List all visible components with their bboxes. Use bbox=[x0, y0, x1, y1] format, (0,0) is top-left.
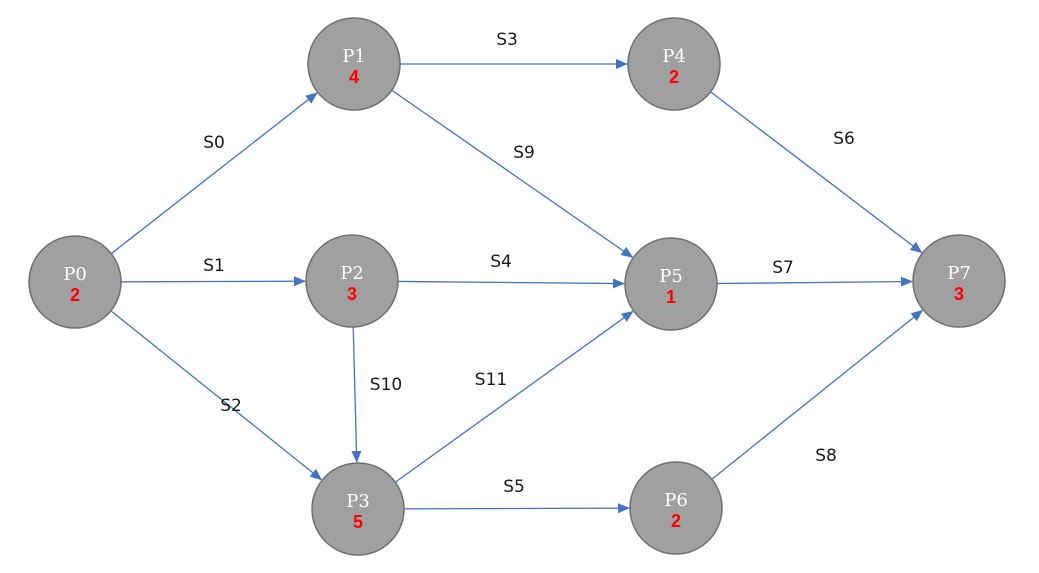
node-circle bbox=[629, 461, 723, 555]
node-weight: 3 bbox=[347, 284, 357, 304]
edge-arrow-s8 bbox=[711, 309, 924, 480]
node-name: P3 bbox=[346, 491, 370, 512]
edge-label-s5: S5 bbox=[503, 477, 525, 497]
node-weight: 2 bbox=[70, 285, 80, 305]
edge-label-s6: S6 bbox=[833, 129, 855, 149]
edge-arrow-s11 bbox=[394, 310, 634, 483]
node-circle bbox=[311, 462, 405, 556]
node-circle bbox=[305, 234, 399, 328]
edge-arrow-s1 bbox=[120, 276, 307, 287]
node-circle bbox=[28, 235, 122, 329]
node-p5: P51 bbox=[624, 237, 718, 331]
node-p2: P23 bbox=[305, 234, 399, 328]
edge-label-s0: S0 bbox=[203, 133, 225, 153]
edge-label-s9: S9 bbox=[513, 143, 535, 163]
node-weight: 4 bbox=[349, 67, 359, 87]
edge-label-s11: S11 bbox=[475, 370, 507, 390]
node-name: P4 bbox=[662, 46, 686, 67]
edge-label-s8: S8 bbox=[815, 446, 837, 466]
node-name: P1 bbox=[342, 46, 366, 67]
node-name: P6 bbox=[664, 490, 688, 511]
node-circle bbox=[307, 17, 401, 111]
edge-arrow-s10 bbox=[351, 326, 362, 464]
node-name: P0 bbox=[63, 264, 87, 285]
node-weight: 1 bbox=[666, 287, 676, 307]
node-p3: P35 bbox=[311, 462, 405, 556]
edge-label-s2: S2 bbox=[220, 396, 242, 416]
edge-label-s10: S10 bbox=[370, 375, 402, 395]
node-circle bbox=[624, 237, 718, 331]
node-p4: P42 bbox=[627, 17, 721, 111]
edge-arrow-s4 bbox=[397, 278, 626, 289]
node-name: P7 bbox=[947, 263, 971, 284]
node-p1: P14 bbox=[307, 17, 401, 111]
node-p6: P62 bbox=[629, 461, 723, 555]
edge-label-s3: S3 bbox=[496, 30, 518, 50]
node-circle bbox=[912, 234, 1006, 328]
edge-label-s1: S1 bbox=[203, 256, 225, 276]
edge-arrow-s2 bbox=[110, 310, 323, 481]
node-p0: P02 bbox=[28, 235, 122, 329]
edge-arrow-s7 bbox=[716, 276, 914, 287]
node-weight: 3 bbox=[954, 284, 964, 304]
edge-label-s4: S4 bbox=[490, 252, 512, 272]
edge-label-s7: S7 bbox=[772, 258, 794, 278]
node-name: P5 bbox=[659, 266, 683, 287]
node-weight: 2 bbox=[671, 511, 681, 531]
node-p7: P73 bbox=[912, 234, 1006, 328]
node-circle bbox=[627, 17, 721, 111]
edge-arrow-s9 bbox=[391, 89, 634, 258]
node-name: P2 bbox=[340, 263, 364, 284]
node-weight: 2 bbox=[669, 67, 679, 87]
edge-arrow-s0 bbox=[110, 92, 318, 255]
node-weight: 5 bbox=[353, 512, 363, 532]
edge-arrow-s5 bbox=[403, 503, 631, 514]
edge-arrow-s6 bbox=[710, 91, 923, 254]
